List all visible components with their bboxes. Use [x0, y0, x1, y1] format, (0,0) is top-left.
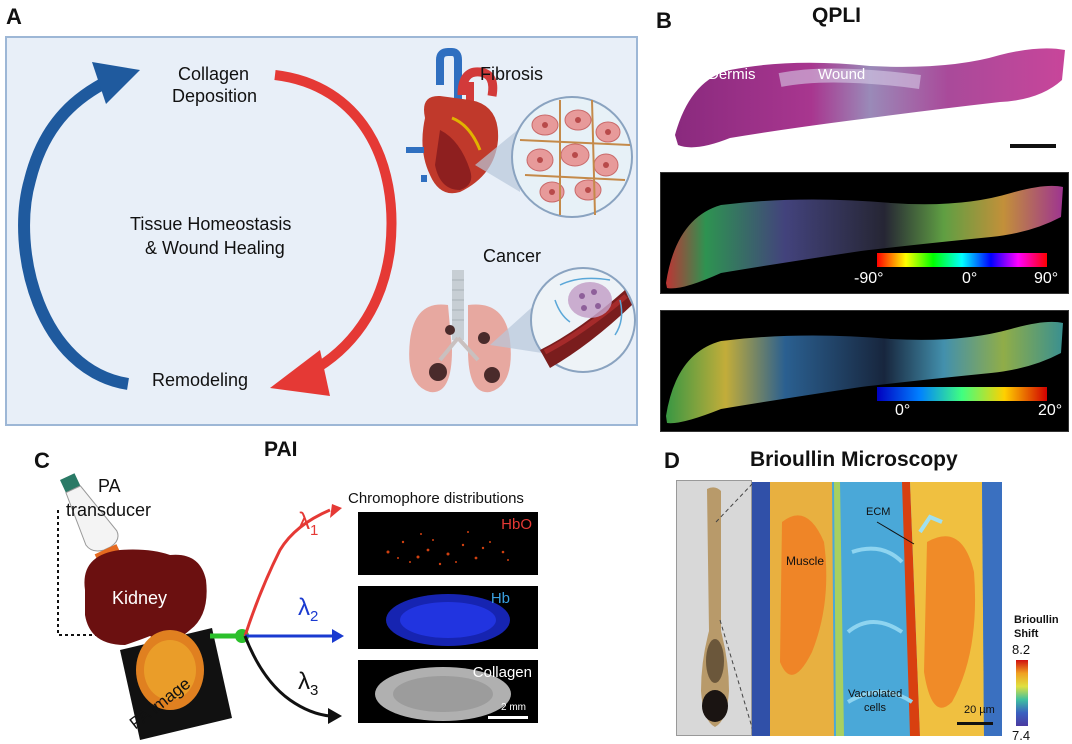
lambda1-label: λ1: [298, 508, 319, 539]
panel-d-letter: D: [664, 448, 680, 473]
lambda3-label: λ3: [298, 668, 319, 699]
kidney-label: Kidney: [112, 588, 168, 608]
blue-arrowhead: [92, 62, 140, 104]
colorbar1-mid: 0°: [962, 270, 978, 287]
lambda1-arrow: [243, 508, 331, 637]
panel-d-title: Brioullin Microscopy: [750, 448, 958, 471]
colorbar-max-label: 8.2: [1012, 642, 1031, 657]
dermis-label: Dermis: [708, 66, 756, 83]
chromophore-title: Chromophore distributions: [348, 490, 524, 507]
homeostasis-label-1: Tissue Homeostasis: [130, 214, 292, 234]
fibrosis-label: Fibrosis: [480, 64, 544, 84]
panel-c-title: PAI: [264, 438, 298, 461]
homeostasis-label-2: & Wound Healing: [145, 238, 285, 258]
red-arrowhead: [270, 350, 330, 396]
brillouin-colorbar-title-2: Shift: [1014, 628, 1039, 640]
colorbar1-min: -90°: [854, 270, 884, 287]
brillouin-colorbar: [1016, 660, 1028, 726]
panel-b-letter: B: [656, 8, 672, 33]
panel-b-title: QPLI: [812, 4, 862, 27]
red-cycle-arrow: [274, 70, 397, 377]
colorbar-min-label: 7.4: [1012, 728, 1031, 743]
pa-transducer-label-1: PA: [98, 476, 121, 496]
cancer-label: Cancer: [483, 246, 542, 266]
collagen-label: Collagen: [472, 664, 532, 681]
fibrosis-zoom: [511, 96, 633, 218]
panel-a-letter: A: [6, 4, 22, 29]
muscle-label: Muscle: [786, 554, 825, 568]
kidney-shape: [84, 549, 207, 645]
panel-c-letter: C: [34, 448, 50, 473]
vacuolated-label-1: Vacuolated: [848, 688, 903, 700]
pai-diagram: [57, 473, 344, 740]
brillouin-map: ECM Muscle Vacuolated cells 20 µm: [752, 482, 1002, 736]
vacuolated-label-2: cells: [864, 702, 887, 714]
colorbar2-max: 20°: [1038, 402, 1063, 419]
orientation-colorbar: [877, 253, 1047, 267]
brillouin-scale-label: 20 µm: [964, 704, 995, 716]
blue-cycle-arrow: [18, 74, 130, 390]
collagen-deposition-label-1: Collagen: [178, 64, 250, 84]
retardance-colorbar: [877, 387, 1047, 401]
cycle-arrows: [18, 48, 636, 396]
lambda3-arrow: [243, 635, 331, 718]
heart-illustration: [406, 48, 499, 194]
hb-image: Hb: [358, 586, 538, 649]
lambda2-label: λ2: [298, 594, 319, 625]
collagen-image: Collagen 2 mm: [358, 660, 538, 723]
hb-label: Hb: [490, 590, 510, 607]
qpli-brightfield-image: [675, 48, 1065, 148]
zebrafish-image: [676, 480, 752, 736]
zoom-dashed-lines: [715, 481, 755, 735]
pai-scale-label: 2 mm: [501, 702, 526, 713]
wound-label: Wound: [818, 66, 866, 83]
lungs-illustration: [409, 270, 511, 393]
brillouin-colorbar-title-1: Brioullin: [1014, 614, 1059, 626]
cancer-zoom: [530, 267, 636, 373]
hbo-image: HbO: [358, 512, 538, 575]
ecm-label: ECM: [866, 506, 891, 518]
colorbar1-max: 90°: [1034, 270, 1059, 287]
qpli-retardance-image: [660, 310, 1069, 432]
qpli-orientation-image: [660, 172, 1069, 294]
remodeling-label: Remodeling: [152, 370, 249, 390]
colorbar2-min: 0°: [895, 402, 911, 419]
collagen-deposition-label-2: Deposition: [172, 86, 258, 106]
hbo-label: HbO: [501, 516, 532, 533]
pa-transducer-label-2: transducer: [66, 500, 152, 520]
